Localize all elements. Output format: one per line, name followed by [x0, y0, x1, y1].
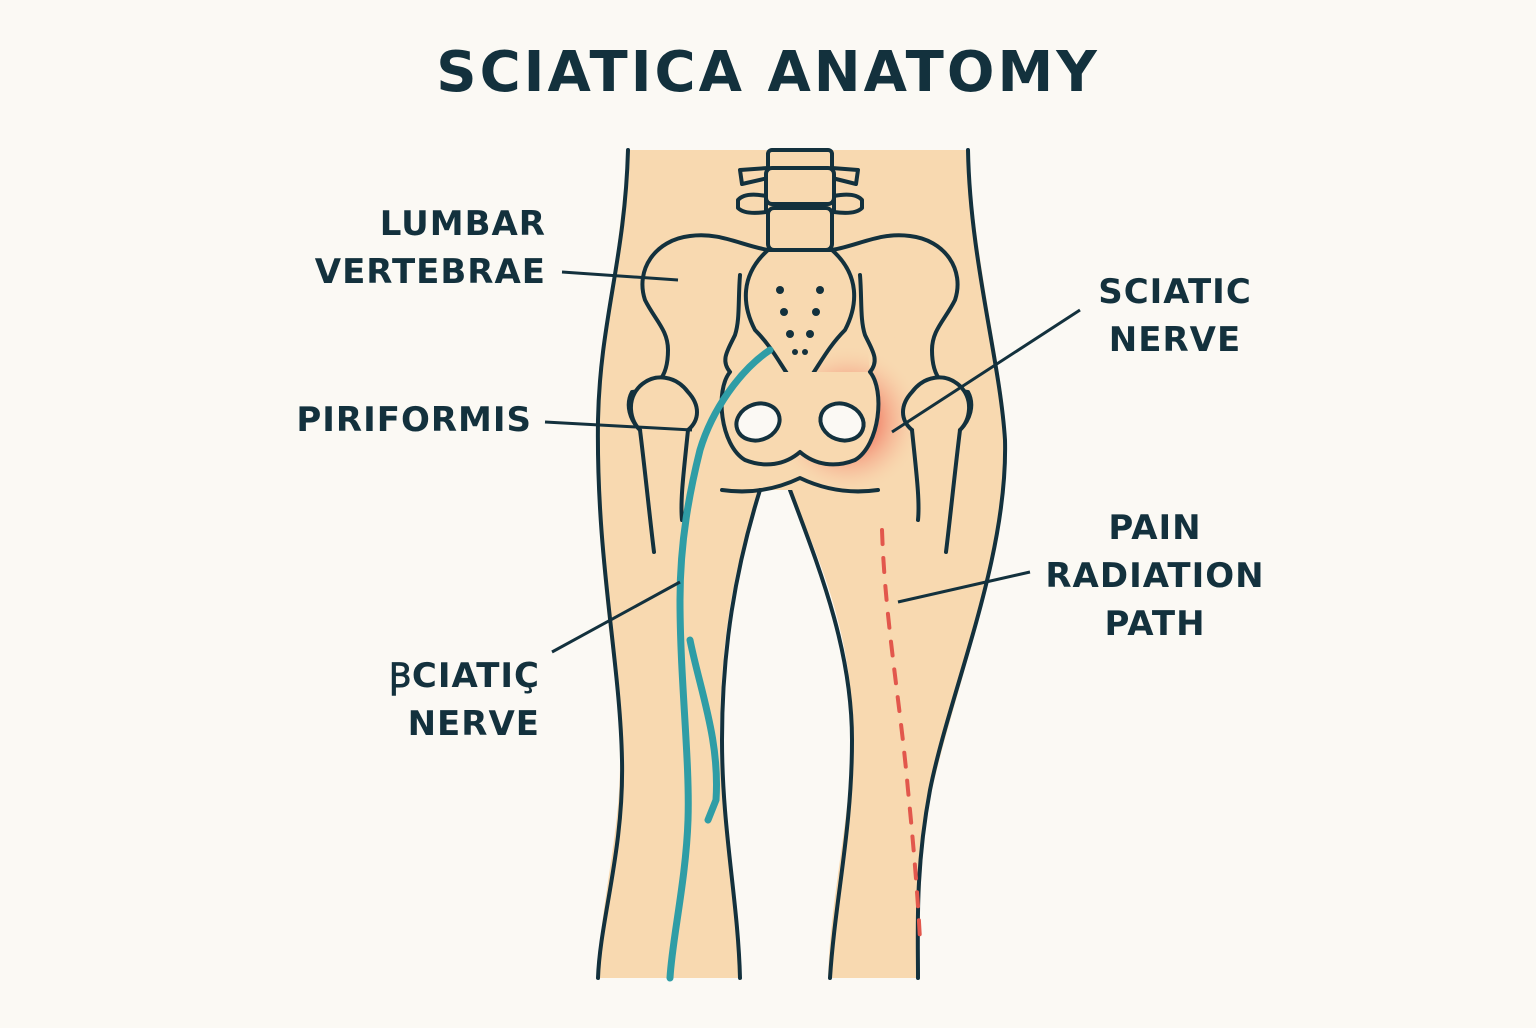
label-line: ꞴCIATIÇ	[389, 656, 540, 696]
label-pain-radiation-path: PAIN RADIATION PATH	[1040, 504, 1270, 648]
leader-lines	[544, 270, 1081, 654]
label-lumbar-vertebrae: LUMBAR VERTEBRAE	[290, 200, 546, 296]
label-line: LUMBAR	[379, 204, 546, 244]
label-line: PATH	[1104, 604, 1206, 644]
lumbar-spine	[736, 148, 864, 252]
label-line: RADIATION	[1045, 556, 1265, 596]
sacral-foramina	[776, 286, 824, 355]
obturator-foramina	[734, 401, 866, 443]
label-line: NERVE	[407, 704, 540, 744]
label-sciatic-nerve-left: ꞴCIATIÇ NERVE	[340, 652, 540, 748]
silhouette-outline	[595, 148, 1008, 980]
page-title: SCIATICA ANATOMY	[436, 40, 1100, 105]
label-line: PAIN	[1108, 508, 1202, 548]
label-line: NERVE	[1108, 320, 1242, 360]
label-line: VERTEBRAE	[314, 252, 546, 292]
label-sciatic-nerve-right: SCIATIC NERVE	[1080, 268, 1270, 364]
label-piriformis: PIRIFORMIS	[296, 400, 532, 440]
body-silhouette	[597, 150, 1006, 978]
pain-radiation-dashes	[880, 528, 922, 942]
label-line: SCIATIC	[1098, 272, 1252, 312]
pelvis	[626, 233, 974, 554]
sciatic-nerve-path	[666, 346, 774, 982]
